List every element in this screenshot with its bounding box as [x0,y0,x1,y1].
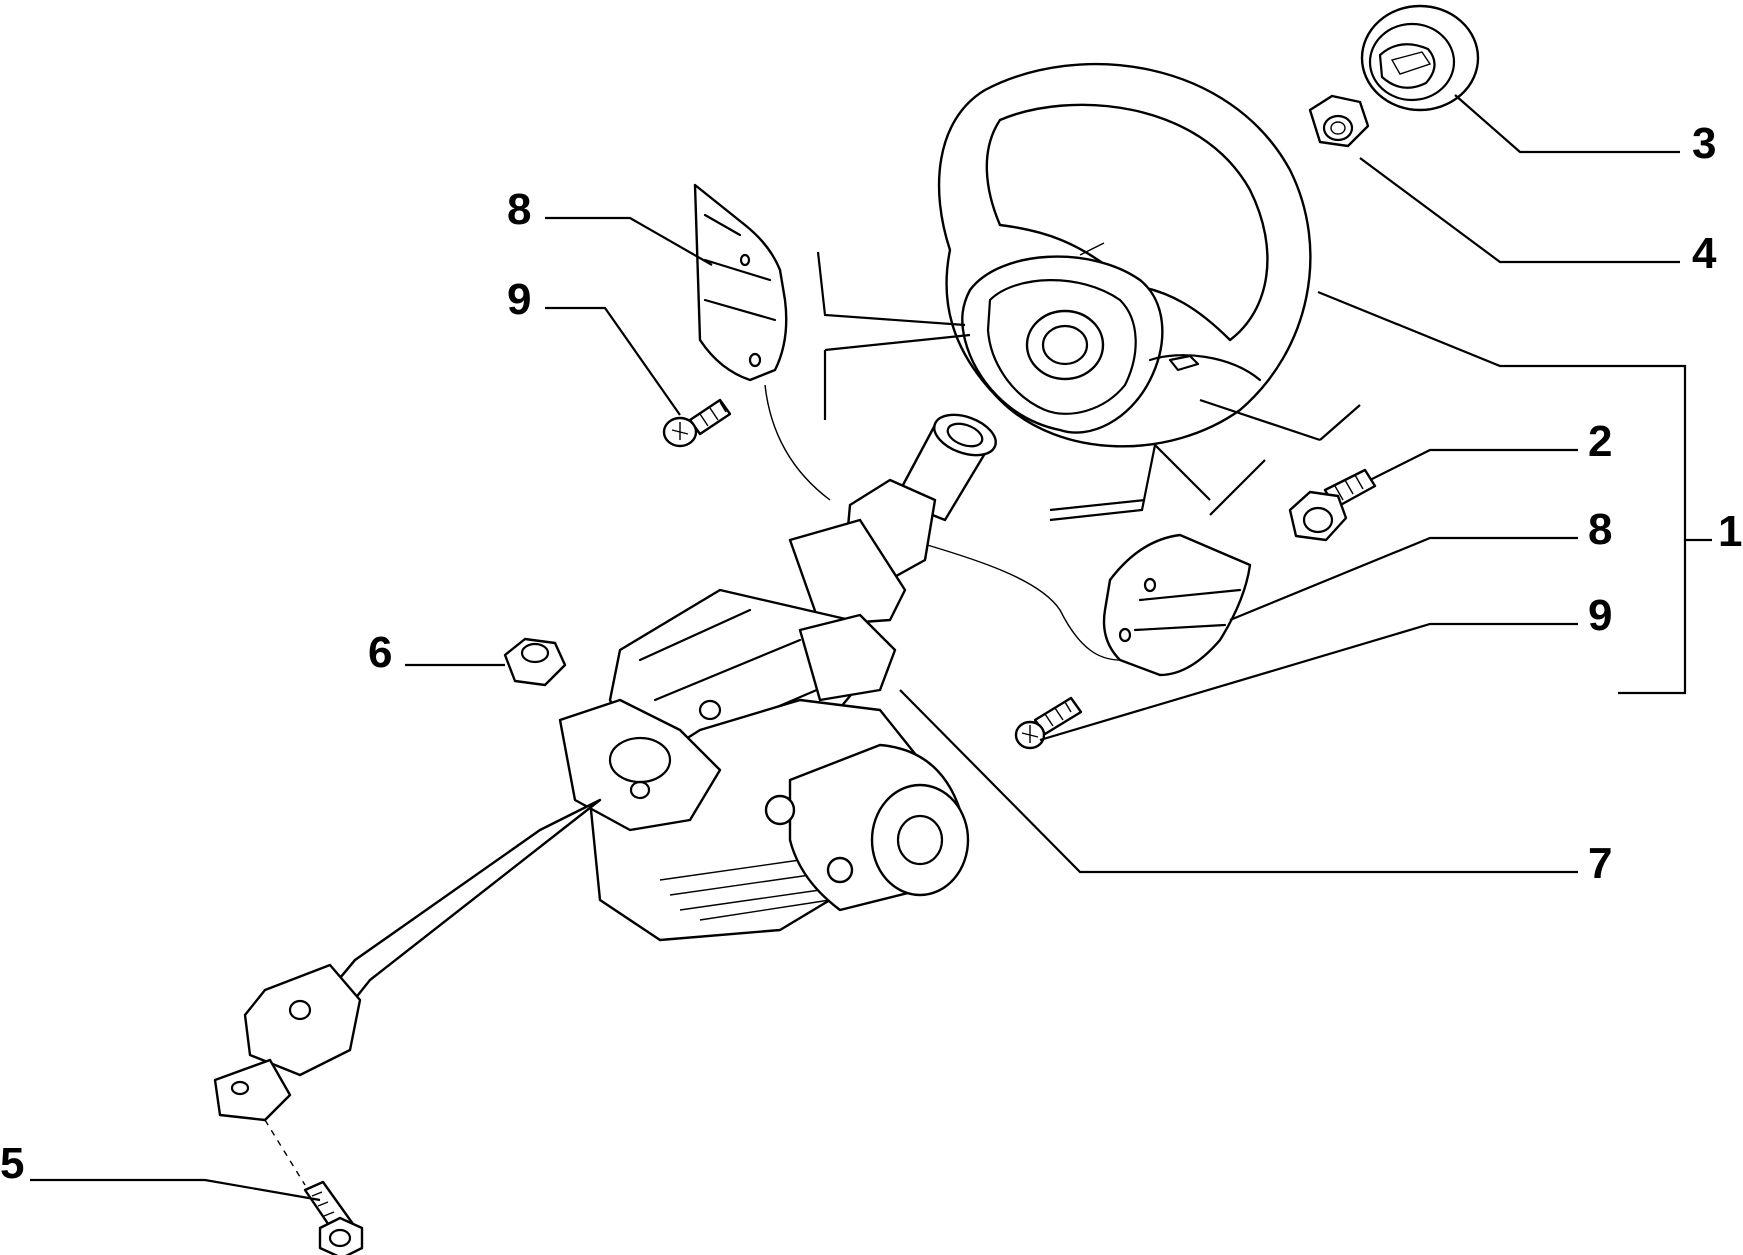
part-2-bolt [1288,468,1377,542]
callout-2: 2 [1588,417,1612,466]
callout-4: 4 [1692,229,1717,278]
callout-5: 5 [0,1139,24,1188]
callout-7: 7 [1588,839,1612,888]
callout-labels: 3 4 8 9 2 8 1 9 6 7 5 [0,119,1742,1188]
callout-3: 3 [1692,119,1716,168]
part-5-bolt [303,1180,364,1255]
part-1-steering-wheel [937,62,1312,448]
wire-harness [764,384,1121,661]
part-9-upper-screw [662,398,732,448]
callout-8-lower: 8 [1588,505,1612,554]
leader-lines [30,94,1712,1202]
part-6-nut [503,637,567,687]
assembly-indicator-lines [816,251,1361,522]
part-8-lower-cover [1102,533,1252,677]
part-8-upper-cover [693,183,788,382]
part-3-hub-cap [1360,4,1480,112]
part-7-steering-column [213,413,997,1186]
part-4-nut [1308,94,1370,148]
callout-8-upper: 8 [507,185,531,234]
callout-1: 1 [1718,507,1742,556]
callout-9-upper: 9 [507,275,531,324]
callout-9-lower: 9 [1588,591,1612,640]
callout-6: 6 [368,628,392,677]
part-9-lower-screw [1014,696,1083,750]
